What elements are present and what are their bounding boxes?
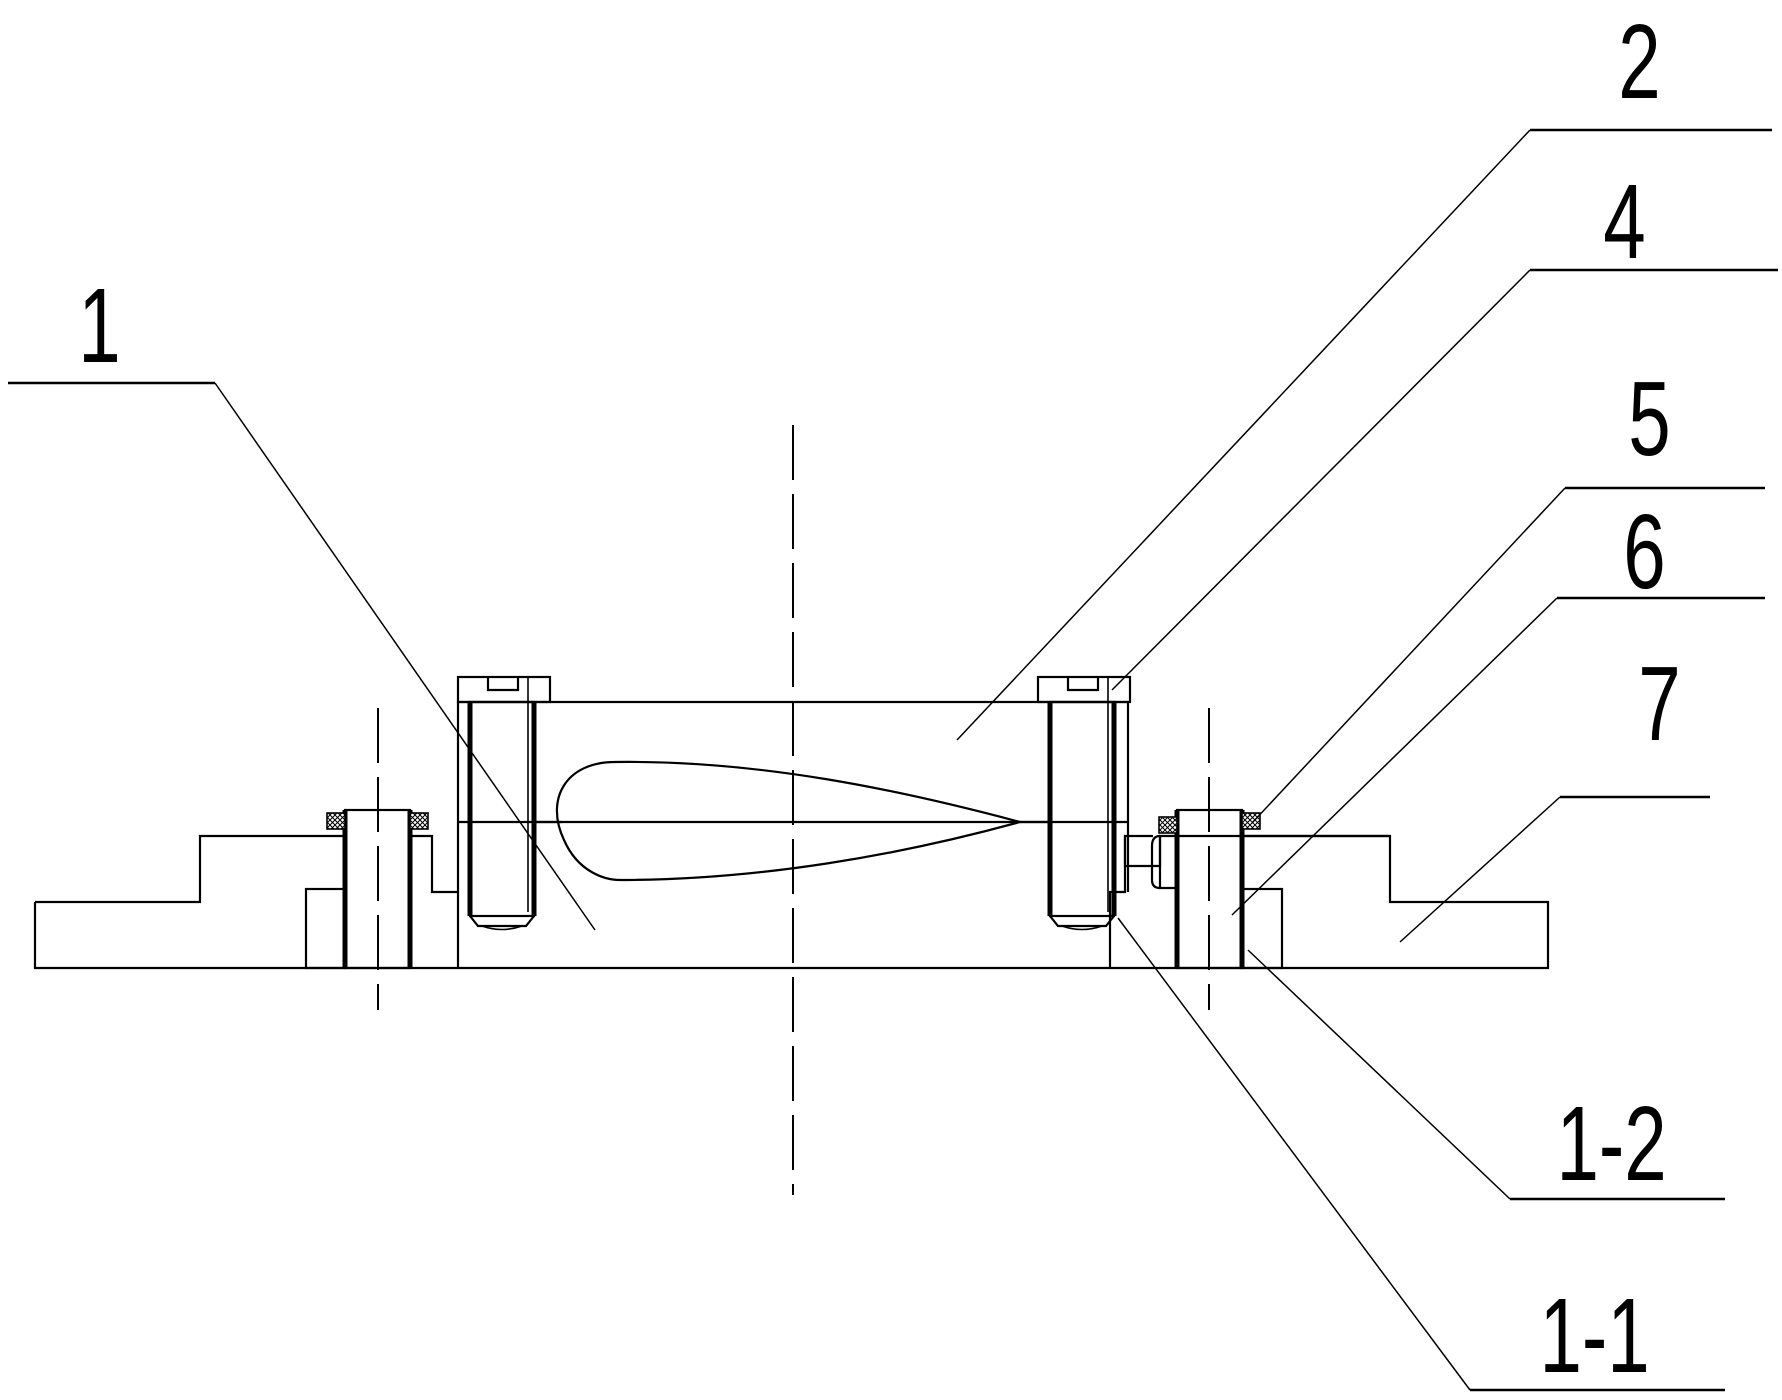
left-screw-shank (468, 700, 536, 918)
right-washer (1240, 887, 1284, 970)
right-screw-tip-curve (1061, 925, 1103, 931)
leader-6 (1231, 597, 1558, 916)
right-screw-tip (1049, 915, 1115, 928)
leader-2 (956, 129, 1531, 741)
left-screw-tip (469, 915, 535, 928)
label-part-1: 1 (78, 266, 120, 385)
labels: 1 2 4 5 6 7 1-2 1-1 (78, 2, 1680, 1395)
leader-1-1 (1117, 917, 1471, 1391)
base-plate-left-inner (410, 834, 460, 968)
label-part-1-2: 1-2 (1556, 1084, 1666, 1203)
left-gasket-outer (326, 812, 346, 830)
leader-7 (1399, 796, 1561, 943)
right-clamp-block (1158, 836, 1177, 890)
label-part-4: 4 (1603, 162, 1645, 281)
base-plate-right-inner (1108, 836, 1127, 968)
label-part-2: 2 (1618, 2, 1660, 121)
leader-1-2 (1247, 949, 1511, 1200)
base-plate-outline (33, 834, 1550, 970)
left-washer (304, 887, 347, 970)
left-pin-assembly (304, 708, 429, 1010)
leader-5 (1251, 487, 1566, 824)
left-screw-tip-curve (481, 925, 523, 931)
left-screw-slot (486, 677, 520, 692)
base-plate-left-step (35, 834, 345, 904)
label-part-6: 6 (1623, 492, 1665, 611)
right-pin-assembly (1150, 708, 1284, 1010)
right-gasket-outer (1158, 816, 1178, 834)
label-part-1-1: 1-1 (1539, 1276, 1649, 1395)
label-part-7: 7 (1638, 644, 1680, 763)
right-clamp-round (1150, 834, 1161, 890)
right-screw-shank (1048, 700, 1116, 918)
right-gasket-inner (1241, 812, 1261, 830)
leaders (8, 128, 1778, 1392)
leader-1 (214, 382, 596, 931)
leader-4 (1111, 269, 1531, 691)
label-part-5: 5 (1628, 359, 1670, 478)
base-plate (33, 834, 1550, 970)
airfoil-profile (555, 760, 1025, 882)
right-screw-slot (1066, 677, 1100, 692)
left-gasket-inner (409, 812, 429, 830)
